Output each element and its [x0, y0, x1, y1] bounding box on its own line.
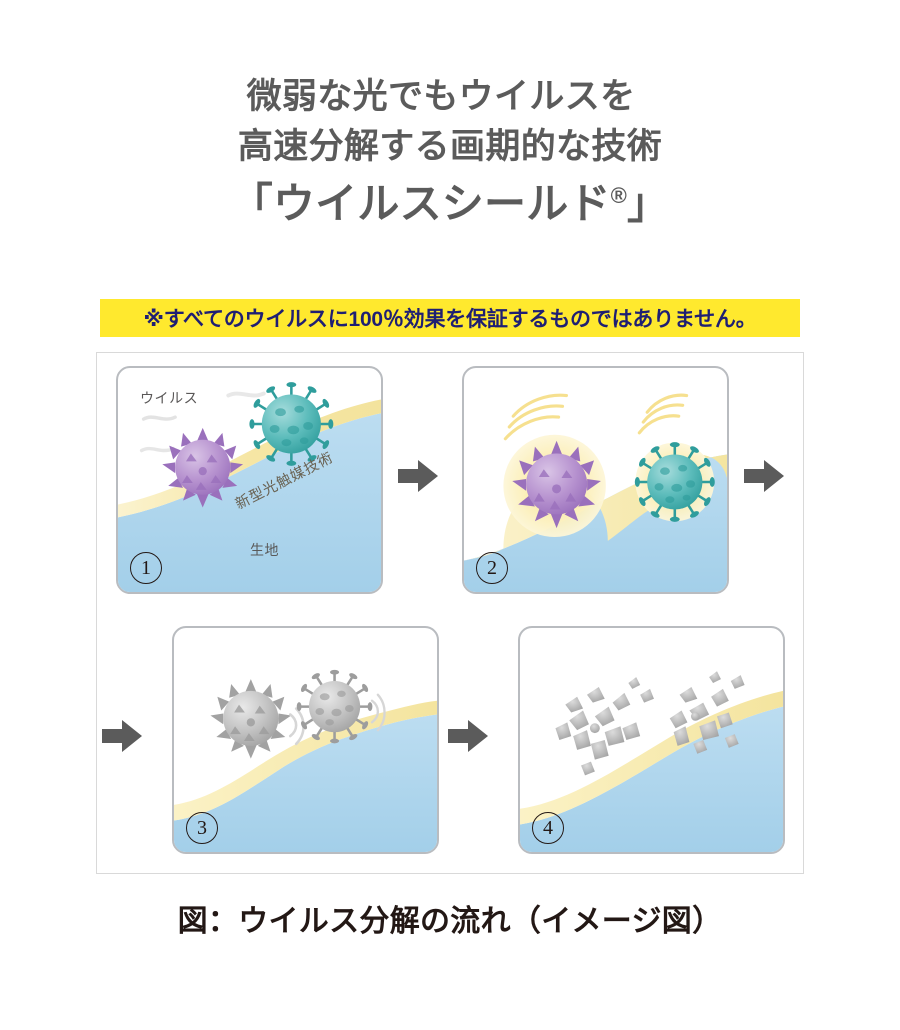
registered-trademark-icon: ®: [610, 183, 628, 209]
heading-line-2: 高速分解する画期的な技術: [237, 126, 663, 166]
diagram-panel-3: 3: [172, 626, 439, 854]
panel-1-virus-label: ウイルス: [140, 390, 199, 406]
arrow-right-icon: [102, 720, 142, 752]
diagram-panel-2: 2: [462, 366, 729, 594]
panel-1-fabric-label: 生地: [250, 542, 280, 558]
disclaimer-banner: ※すべてのウイルスに100％効果を保証するものではありません。: [100, 299, 800, 337]
panel-4-illustration: [520, 671, 783, 852]
arrow-right-icon: [744, 460, 784, 492]
arrow-right-icon: [398, 460, 438, 492]
panel-1-illustration: [118, 382, 381, 592]
diagram-caption: 図：ウイルス分解の流れ（イメージ図）: [177, 905, 723, 938]
panel-2-step-number: 2: [476, 552, 508, 584]
flow-arrow-4: [446, 716, 490, 756]
panel-3-step-number: 3: [186, 812, 218, 844]
flow-arrow-1: [396, 456, 440, 496]
diagram-panel-1: ウイルス 新型光触媒技術 生地 1: [116, 366, 383, 594]
panel-4-step-number: 4: [532, 812, 564, 844]
panel-3-illustration: [174, 669, 437, 852]
product-name-close: 」: [627, 180, 670, 228]
diagram-panel-4: 4: [518, 626, 785, 854]
flow-arrow-3: [100, 716, 144, 756]
disclaimer-text: ※すべてのウイルスに100％効果を保証するものではありません。: [143, 308, 757, 331]
heading-line-1: 微弱な光でもウイルスを: [246, 77, 636, 116]
page-title: 微弱な光でもウイルスを 高速分解する画期的な技術 「ウイルスシールド®」: [0, 72, 900, 230]
product-name-open: 「ウイルスシールド: [230, 180, 611, 228]
arrow-right-icon: [448, 720, 488, 752]
panel-1-step-number: 1: [130, 552, 162, 584]
product-name-title: 「ウイルスシールド®」: [0, 179, 900, 229]
flow-arrow-2: [742, 456, 786, 496]
panel-2-illustration: [464, 393, 727, 592]
